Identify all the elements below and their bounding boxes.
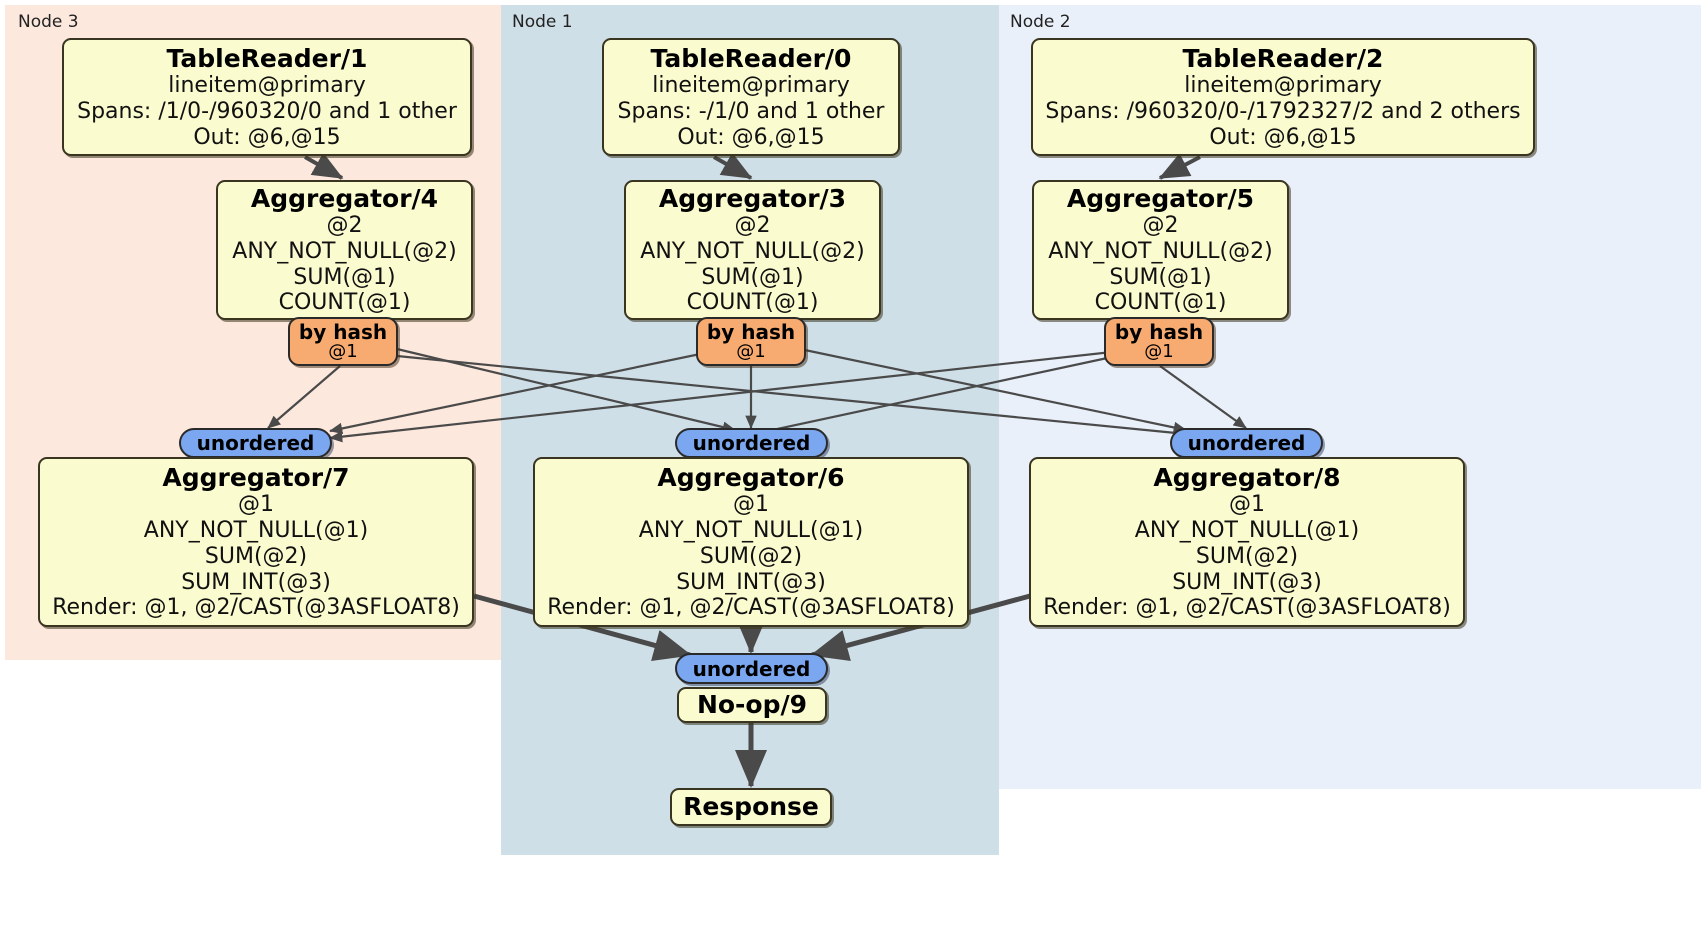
processor-aggregator-6[interactable]: Aggregator/6 @1 ANY_NOT_NULL(@1) SUM(@2)… — [533, 457, 969, 627]
processor-line: SUM(@1) — [1109, 264, 1212, 290]
input-synchronizer-unordered-left[interactable]: unordered — [179, 428, 332, 458]
processor-no-op-9[interactable]: No-op/9 — [677, 687, 827, 723]
processor-line: @2 — [734, 213, 771, 239]
router-column: @1 — [1144, 340, 1174, 362]
processor-line: Spans: -/1/0 and 1 other — [617, 98, 885, 124]
processor-line: SUM(@1) — [293, 264, 396, 290]
node-region-label-node2: Node 2 — [1010, 12, 1071, 32]
processor-line: COUNT(@1) — [1094, 290, 1227, 316]
processor-title: Aggregator/8 — [1153, 462, 1341, 492]
processor-line: Render: @1, @2/CAST(@3ASFLOAT8) — [1043, 595, 1451, 621]
router-column: @1 — [328, 340, 358, 362]
processor-line: lineitem@primary — [168, 73, 366, 99]
processor-line: Out: @6,@15 — [193, 124, 341, 150]
synchronizer-label: unordered — [196, 431, 315, 455]
router-label: by hash — [1114, 319, 1204, 344]
processor-title: Aggregator/5 — [1066, 183, 1255, 213]
processor-line: @2 — [1142, 213, 1179, 239]
processor-aggregator-5[interactable]: Aggregator/5 @2 ANY_NOT_NULL(@2) SUM(@1)… — [1032, 180, 1289, 320]
processor-title: Aggregator/6 — [657, 462, 845, 492]
processor-title: Aggregator/7 — [162, 462, 350, 492]
processor-line: SUM(@2) — [1195, 543, 1299, 569]
processor-line: SUM(@1) — [701, 264, 804, 290]
processor-line: ANY_NOT_NULL(@1) — [143, 518, 369, 544]
router-label: by hash — [298, 319, 388, 344]
processor-title: Response — [683, 792, 819, 822]
input-synchronizer-unordered-right[interactable]: unordered — [1170, 428, 1323, 458]
output-router-by-hash-center[interactable]: by hash @1 — [696, 317, 806, 366]
processor-line: ANY_NOT_NULL(@2) — [640, 239, 865, 265]
processor-line: Out: @6,@15 — [677, 124, 825, 150]
processor-title: No-op/9 — [696, 690, 808, 720]
processor-line: @1 — [238, 492, 274, 518]
output-router-by-hash-left[interactable]: by hash @1 — [288, 317, 398, 366]
node-region-label-node1: Node 1 — [512, 12, 573, 32]
processor-title: TableReader/1 — [166, 43, 368, 73]
processor-aggregator-4[interactable]: Aggregator/4 @2 ANY_NOT_NULL(@2) SUM(@1)… — [216, 180, 473, 320]
processor-table-reader-0[interactable]: TableReader/0 lineitem@primary Spans: -/… — [602, 38, 900, 156]
processor-line: SUM(@2) — [204, 543, 308, 569]
processor-response[interactable]: Response — [670, 788, 832, 826]
processor-line: lineitem@primary — [652, 73, 850, 99]
processor-aggregator-8[interactable]: Aggregator/8 @1 ANY_NOT_NULL(@1) SUM(@2)… — [1029, 457, 1465, 627]
processor-line: ANY_NOT_NULL(@1) — [638, 518, 864, 544]
processor-line: Spans: /1/0-/960320/0 and 1 other — [77, 98, 457, 124]
synchronizer-label: unordered — [1187, 431, 1306, 455]
processor-line: SUM_INT(@3) — [676, 569, 826, 595]
processor-line: SUM_INT(@3) — [1172, 569, 1322, 595]
processor-line: Render: @1, @2/CAST(@3ASFLOAT8) — [52, 595, 460, 621]
input-synchronizer-unordered-center[interactable]: unordered — [675, 428, 828, 458]
processor-line: SUM(@2) — [699, 543, 803, 569]
processor-line: COUNT(@1) — [686, 290, 819, 316]
processor-table-reader-2[interactable]: TableReader/2 lineitem@primary Spans: /9… — [1031, 38, 1535, 156]
processor-line: Spans: /960320/0-/1792327/2 and 2 others — [1045, 98, 1521, 124]
processor-line: ANY_NOT_NULL(@2) — [1048, 239, 1273, 265]
processor-line: Render: @1, @2/CAST(@3ASFLOAT8) — [547, 595, 955, 621]
processor-title: Aggregator/4 — [250, 183, 439, 213]
router-column: @1 — [736, 340, 766, 362]
processor-line: ANY_NOT_NULL(@2) — [232, 239, 457, 265]
processor-line: COUNT(@1) — [278, 290, 411, 316]
output-router-by-hash-right[interactable]: by hash @1 — [1104, 317, 1214, 366]
processor-line: lineitem@primary — [1184, 73, 1382, 99]
processor-line: Out: @6,@15 — [1209, 124, 1357, 150]
processor-title: TableReader/2 — [1182, 43, 1384, 73]
processor-line: @1 — [1229, 492, 1265, 518]
processor-aggregator-7[interactable]: Aggregator/7 @1 ANY_NOT_NULL(@1) SUM(@2)… — [38, 457, 474, 627]
input-synchronizer-unordered-final[interactable]: unordered — [675, 653, 828, 684]
processor-line: @2 — [326, 213, 363, 239]
node-region-label-node3: Node 3 — [18, 12, 79, 32]
router-label: by hash — [706, 319, 796, 344]
processor-title: TableReader/0 — [650, 43, 852, 73]
processor-line: @1 — [733, 492, 769, 518]
processor-title: Aggregator/3 — [658, 183, 847, 213]
processor-line: ANY_NOT_NULL(@1) — [1134, 518, 1360, 544]
processor-aggregator-3[interactable]: Aggregator/3 @2 ANY_NOT_NULL(@2) SUM(@1)… — [624, 180, 881, 320]
processor-table-reader-1[interactable]: TableReader/1 lineitem@primary Spans: /1… — [62, 38, 472, 156]
synchronizer-label: unordered — [692, 431, 811, 455]
synchronizer-label: unordered — [692, 656, 811, 681]
processor-line: SUM_INT(@3) — [181, 569, 331, 595]
